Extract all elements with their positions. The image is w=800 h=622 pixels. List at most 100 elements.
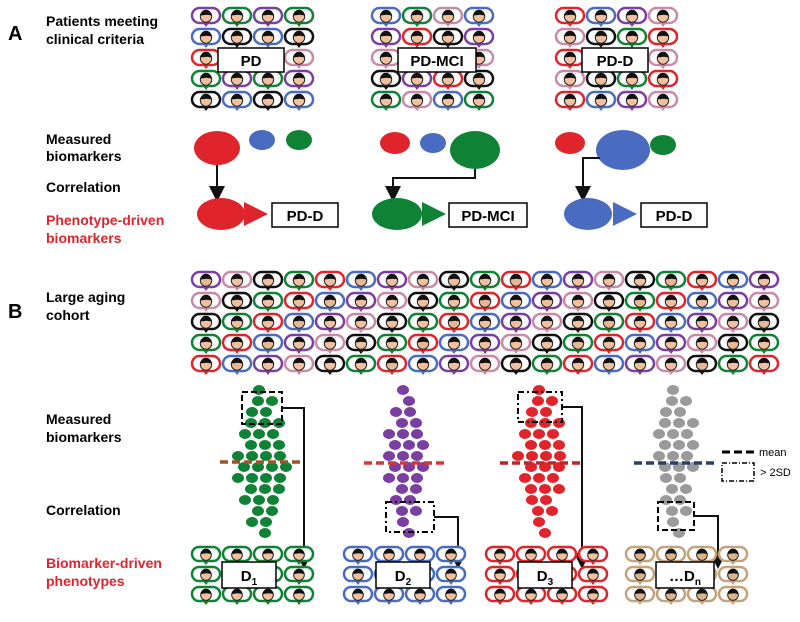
patient-icon [647, 69, 679, 90]
panel-b-label-phenotypes-line1: Biomarker-driven [46, 555, 162, 571]
biomarker-dot [547, 473, 559, 483]
patient-icon [624, 333, 656, 354]
biomarker-dot [252, 506, 264, 516]
patient-icon [252, 585, 284, 605]
biomarker-dot [260, 473, 272, 483]
result-label-1: PD-D [287, 208, 324, 225]
patient-icon [190, 90, 222, 111]
patient-icon [407, 312, 439, 333]
result-label-2: PD-MCI [461, 208, 514, 225]
patient-icon [252, 291, 284, 312]
biomarker-distribution-gray [634, 385, 718, 538]
patient-icon [376, 312, 408, 333]
patient-icon [717, 270, 749, 291]
patient-icon [500, 312, 532, 333]
patient-icon [252, 69, 284, 90]
biomarker-dot [245, 440, 257, 450]
patient-icon [624, 270, 656, 291]
biomarker-dot [659, 440, 671, 450]
patient-icon [252, 545, 284, 565]
legend: mean > 2SD [721, 447, 791, 482]
biomarker-dot [410, 418, 422, 428]
patient-icon [435, 565, 467, 585]
svg-text:D2: D2 [395, 568, 412, 588]
patient-icon [404, 545, 436, 565]
patient-icon [370, 48, 402, 69]
patient-icon [647, 27, 679, 48]
patient-icon [190, 312, 222, 333]
biomarker-dot [532, 396, 544, 406]
biomarker-dot [681, 451, 693, 461]
svg-text:D1: D1 [241, 568, 258, 588]
patient-icon [593, 270, 625, 291]
biomarker-dot [246, 473, 258, 483]
biomarker-dot [532, 506, 544, 516]
biomarker-dot [259, 484, 271, 494]
phenotype-blob-blue [564, 198, 612, 230]
patient-icon [717, 585, 749, 605]
biomarker-dot [397, 429, 409, 439]
patient-icon [283, 312, 315, 333]
patient-icon [717, 545, 749, 565]
biomarker-dot [519, 429, 531, 439]
biomarker-dot [253, 385, 265, 395]
patient-icon [438, 312, 470, 333]
biomarker-distribution-red [500, 385, 584, 538]
patient-icon [221, 585, 253, 605]
patient-icon [190, 27, 222, 48]
patient-icon [686, 354, 718, 375]
legend-sd-swatch [721, 462, 755, 482]
panel-b-label-cohort-line1: Large aging [46, 289, 125, 305]
biomarker-dot [390, 495, 402, 505]
biomarker-dot [539, 484, 551, 494]
biomarker-dot [674, 473, 686, 483]
biomarker-dot [274, 451, 286, 461]
patient-icon [624, 585, 656, 605]
biomarker-dot [660, 495, 672, 505]
patient-icon [686, 545, 718, 565]
biomarker-dot [525, 440, 537, 450]
patient-icon [370, 90, 402, 111]
panel-a-label-phenotype-line1: Phenotype-driven [46, 212, 164, 228]
biomarker-dot [519, 473, 531, 483]
phenotype-blob-red [197, 198, 245, 230]
patient-icon [748, 270, 780, 291]
biomarker-dot [397, 385, 409, 395]
connector-3 [562, 406, 590, 569]
biomarker-dot [410, 484, 422, 494]
patient-icon [283, 545, 315, 565]
panel-a-label-patients-line1: Patients meeting [46, 13, 158, 29]
patient-icon [554, 48, 586, 69]
large-cohort-grid [190, 270, 780, 375]
biomarker-dot [533, 517, 545, 527]
patient-icon [585, 6, 617, 27]
patient-icon [748, 291, 780, 312]
biomarker-dot [252, 462, 264, 472]
patient-icon [593, 354, 625, 375]
group-label-box-pd: PD [217, 47, 285, 73]
connector-1 [282, 407, 312, 569]
patient-icon [624, 312, 656, 333]
biomarker-dot [260, 517, 272, 527]
patient-icon [376, 270, 408, 291]
patient-icon [190, 270, 222, 291]
biomarker-dot [403, 396, 415, 406]
patient-icon [376, 333, 408, 354]
patient-icon [432, 69, 464, 90]
patient-icon [554, 69, 586, 90]
patient-icon [283, 333, 315, 354]
patient-icon [531, 291, 563, 312]
patient-icon [283, 270, 315, 291]
biomarker-dot [659, 418, 671, 428]
patient-icon [283, 27, 315, 48]
patient-icon [655, 545, 687, 565]
patient-icon [484, 565, 516, 585]
biomarker-dot [266, 506, 278, 516]
patient-icon [577, 565, 609, 585]
patient-icon [190, 291, 222, 312]
biomarker-dot [673, 418, 685, 428]
biomarker-dot [259, 440, 271, 450]
patient-icon [252, 270, 284, 291]
result-box-2: PD-MCI [448, 202, 528, 228]
biomarker-dot [653, 429, 665, 439]
